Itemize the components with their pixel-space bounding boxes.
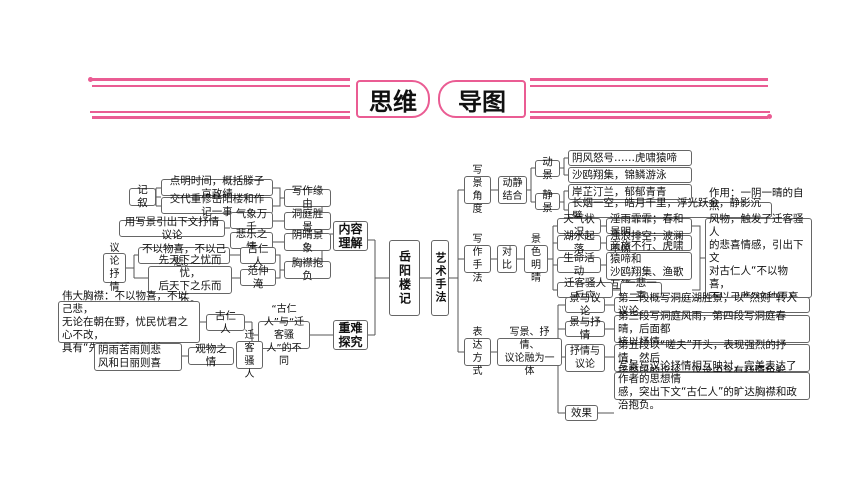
node-yinyu: 阴雨苦雨则悲 风和日丽则喜 <box>94 343 182 371</box>
node-shenghuo: 生命活动 <box>557 252 601 277</box>
node-dongting: 洞庭胜景 <box>284 208 331 233</box>
node-biaoda: 表达 方式 <box>464 327 491 377</box>
node-qixiang: 气象万千 <box>230 208 273 233</box>
art-node: 艺术手法 <box>431 240 449 316</box>
node-qianke: 迁客 骚人 <box>236 330 263 380</box>
node-butong: “古仁人”与“迁 客骚人”的不同 <box>258 304 310 367</box>
node-sy: 抒情与 议论 <box>565 344 605 372</box>
node-duibi: 对 比 <box>497 245 517 273</box>
node-hushui: 湖水起落 <box>557 230 601 255</box>
node-guanwu: 观物之情 <box>188 343 234 368</box>
title-block: 思维 导图 <box>350 76 530 120</box>
node-j1: 岸芷汀兰，郁郁青青 <box>568 184 692 200</box>
node-yinqing: 阴晴景象 <box>284 229 331 254</box>
node-jingse: 景色 明晴 <box>524 234 548 284</box>
node-dongjing-d: 动景 <box>535 156 560 181</box>
node-xg-t: 写景与议论抒情相互映衬，完美表达了作者的思想情 感，突出下文“古仁人”的旷达胸襟… <box>614 360 810 411</box>
node-sy-t: 第五段以“嗟夫”开头，表现强烈的抒情，然后 接整段的议论，议论中含有抒情色彩。 <box>614 339 810 377</box>
node-jiyu-a: 点明时间，概括滕子京政绩 <box>161 175 273 200</box>
node-guren2: 古仁人 <box>206 310 245 335</box>
node-xg: 效果 <box>565 405 598 421</box>
node-xiezuo-yuanyou: 写作缘由 <box>284 185 331 210</box>
node-guren: 古仁人 <box>240 243 276 268</box>
node-fanzhongyan: 范仲淹 <box>240 265 276 290</box>
node-dongjing-j: 静景 <box>535 189 560 214</box>
page-title-part1: 思维 <box>369 86 417 116</box>
page-title-part2: 导图 <box>458 86 506 116</box>
node-buyi: 不以物喜，不以己悲。 <box>138 243 230 268</box>
node-d2: 沙鸥翔集，锦鳞游泳 <box>568 167 692 183</box>
node-js-t: 第三段写洞庭风雨，第四段写洞庭春晴，后面都 接以抒情。 <box>614 310 810 348</box>
title-banner: 思维 导图 <box>88 76 772 122</box>
node-tianqi: 天气状况 <box>557 213 601 238</box>
node-xiejing-shuqing: 写景、抒情、 议论融为一体 <box>497 327 562 377</box>
node-xiongjin: 胸襟抱负 <box>284 257 331 282</box>
banner-dot <box>88 77 93 82</box>
banner-dot <box>767 114 772 119</box>
node-beixi: 悲乐之情 <box>230 228 273 253</box>
node-xiejing-jiaodu: 写景 角度 <box>464 165 491 215</box>
diff-node: 重难 探究 <box>333 320 368 350</box>
node-yilun: 议论 抒情 <box>103 243 126 293</box>
title-right-shape: 导图 <box>438 80 526 118</box>
node-jiyu: 记叙 <box>129 184 156 209</box>
node-jiyu-b: 交代重修岳阳楼和作记一事 <box>161 193 273 218</box>
root-node: 岳阳楼记 <box>389 240 420 316</box>
node-weida: 伟大胸襟：不以物喜，不以己悲， 无论在朝在野，忧民忧君之心不改， 具有“先忧后乐… <box>58 290 200 354</box>
node-jy: 景与议论 <box>565 292 605 317</box>
node-zuoyong: 作用：一阴一晴的自然 风物，触发了迁客骚人 的悲喜情感，引出下文 对古仁人“不以… <box>705 187 812 329</box>
node-yongjing: 用写景引出下文抒情议论 <box>119 216 225 241</box>
node-dongjing: 动静 结合 <box>498 176 527 204</box>
node-sh1: 商旅不行、虎啸猿啼和 沙鸥翔集、渔歌互答 <box>606 240 692 291</box>
title-left-shape: 思维 <box>356 80 430 118</box>
content-node: 内容 理解 <box>333 221 368 251</box>
node-xiezuo-shoufa: 写作 手法 <box>464 234 491 284</box>
node-js: 景与抒情 <box>565 316 605 341</box>
node-d1: 阴风怒号……虎啸猿啼 <box>568 150 692 166</box>
